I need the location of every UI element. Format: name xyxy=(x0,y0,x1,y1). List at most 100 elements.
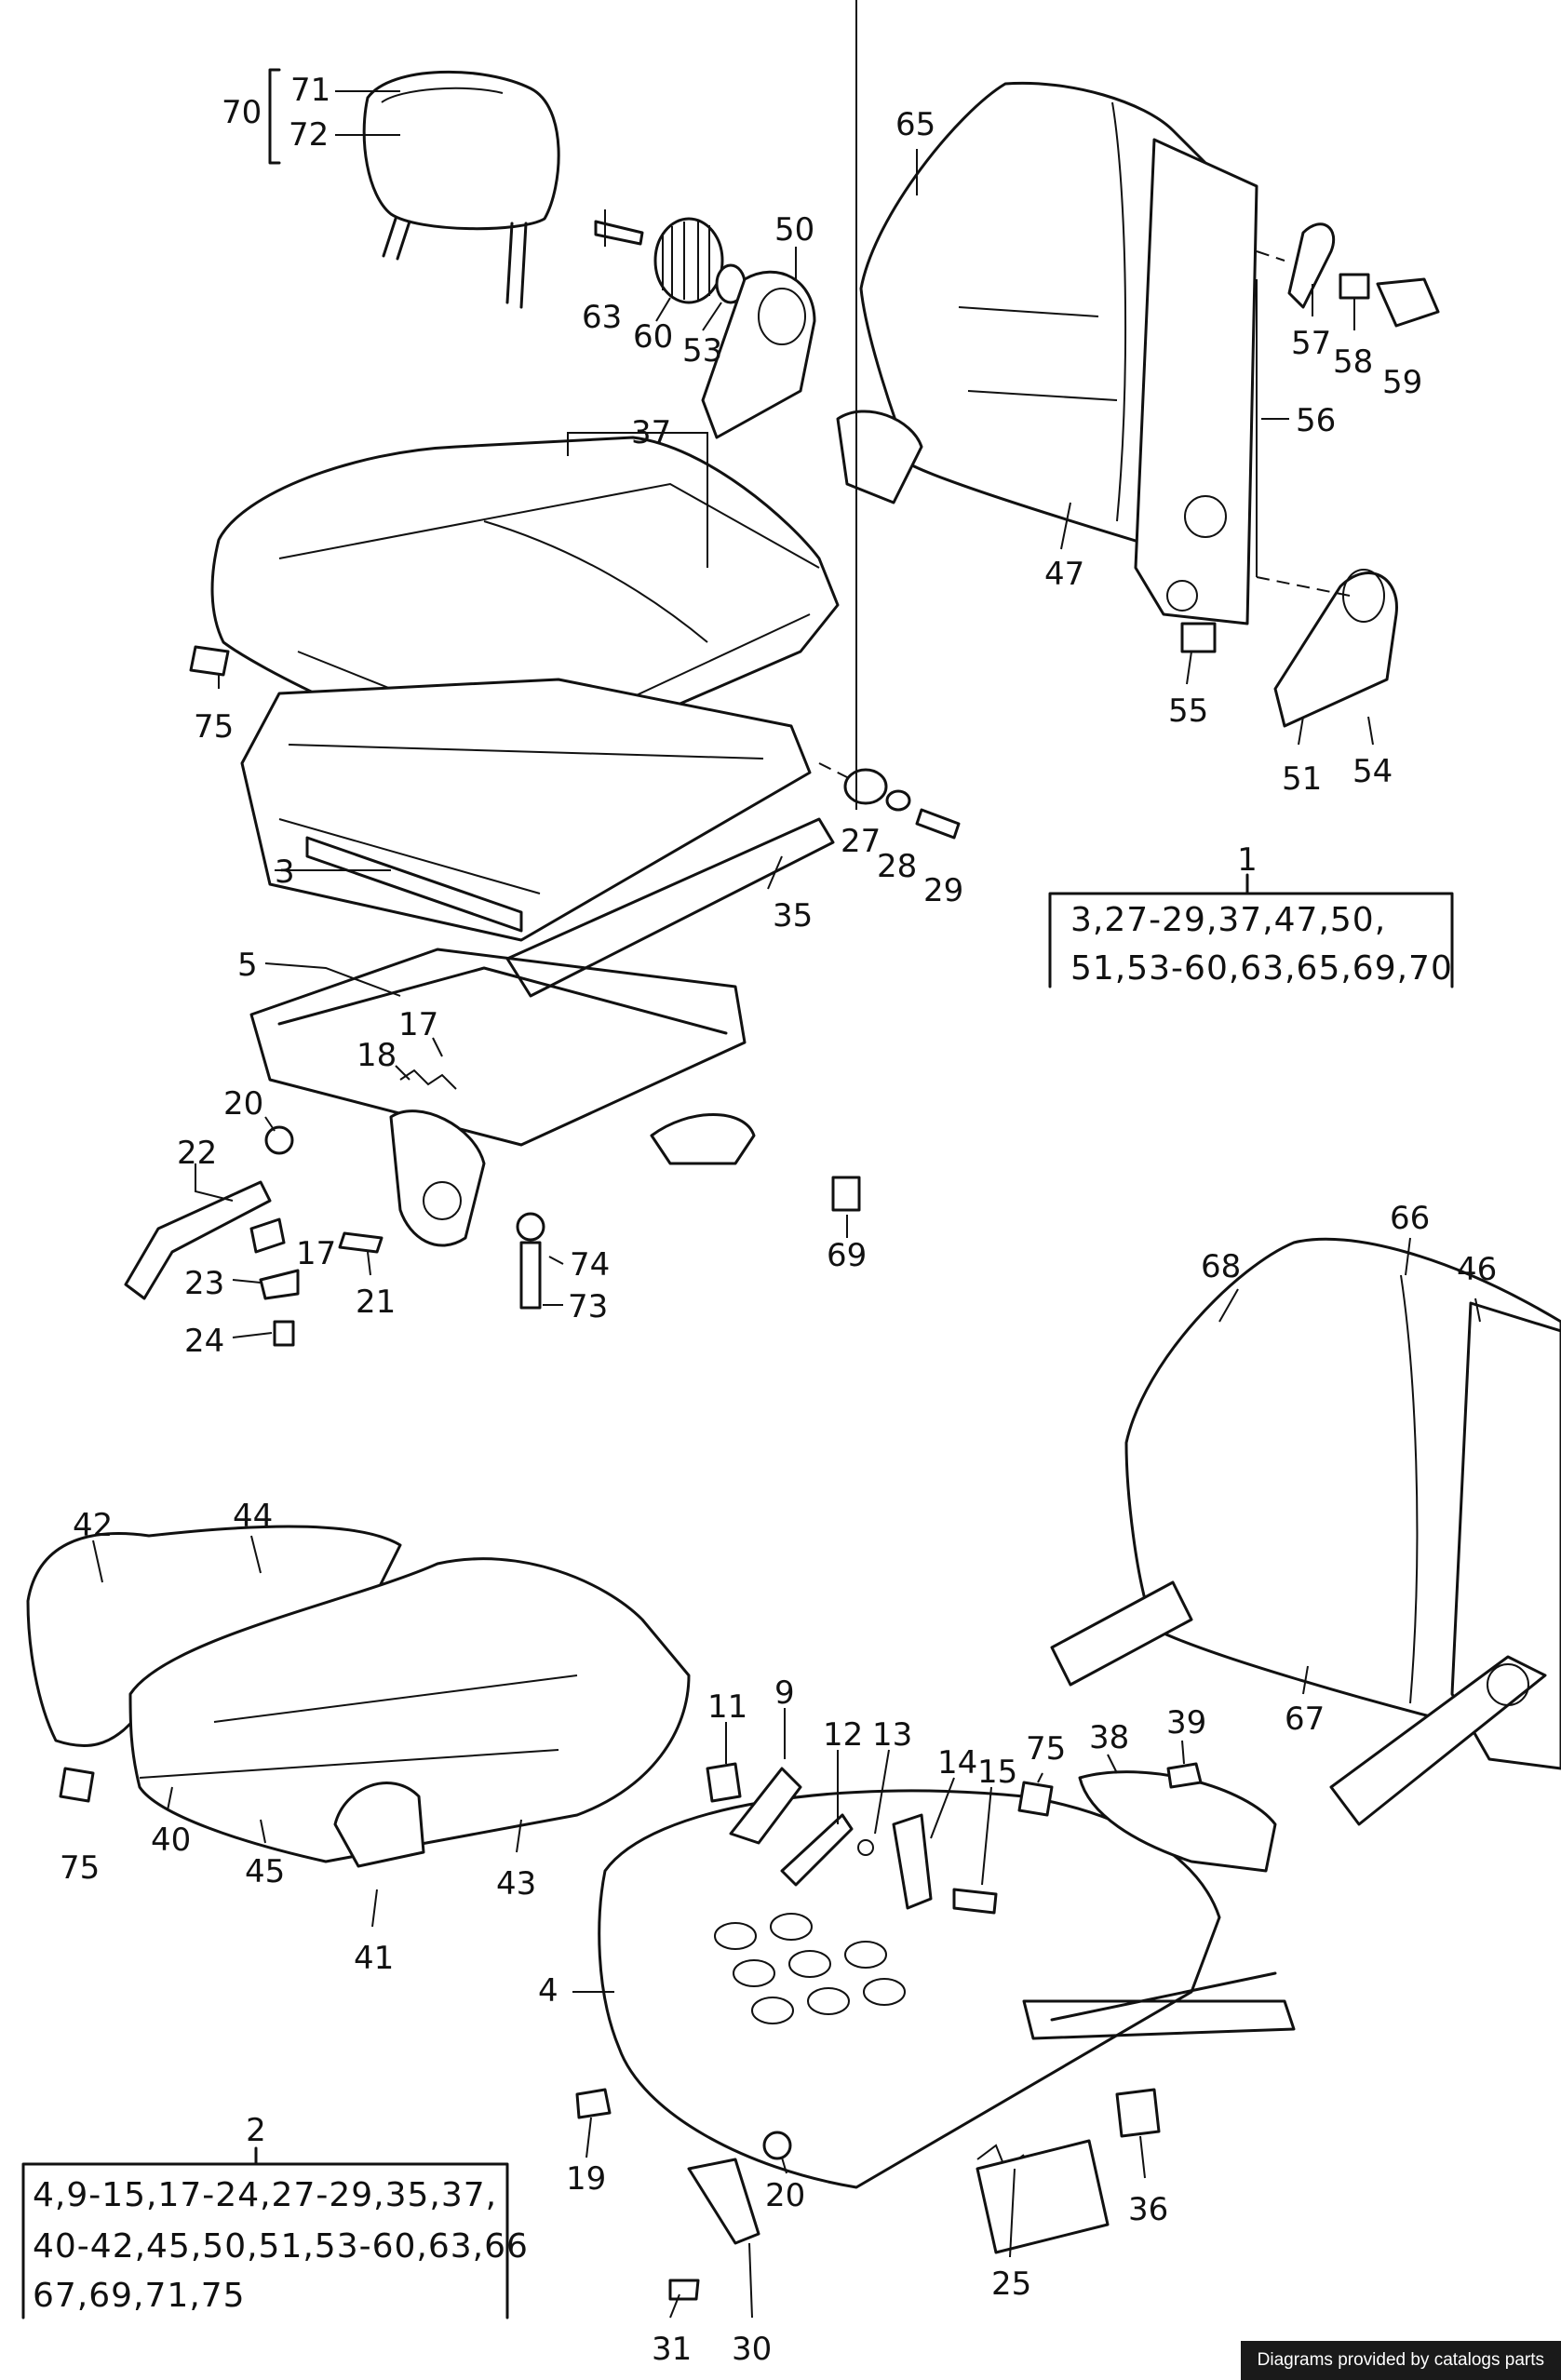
side-cover-51 xyxy=(1273,571,1398,728)
callout-3: 3 xyxy=(275,854,295,891)
callout-27: 27 xyxy=(841,823,881,860)
callout-69: 69 xyxy=(827,1237,867,1274)
callout-14: 14 xyxy=(937,1744,977,1782)
callout-68: 68 xyxy=(1201,1248,1241,1285)
callout-75b: 75 xyxy=(60,1849,100,1887)
callout-54: 54 xyxy=(1352,753,1393,790)
callout-30: 30 xyxy=(732,2331,772,2368)
clip-69 xyxy=(831,1176,861,1212)
callout-9: 9 xyxy=(774,1674,795,1712)
callout-66: 66 xyxy=(1390,1200,1430,1237)
kit-box-2-line3: 67,69,71,75 xyxy=(33,2277,246,2315)
callout-41: 41 xyxy=(354,1940,394,1977)
callout-63: 63 xyxy=(582,299,622,336)
clip-75-mid xyxy=(59,1767,95,1803)
callout-55: 55 xyxy=(1168,692,1208,730)
callout-56: 56 xyxy=(1296,402,1336,439)
bolt-29 xyxy=(915,808,961,840)
callout-47: 47 xyxy=(1044,556,1084,593)
bushing-19 xyxy=(575,2088,612,2119)
bolt-21 xyxy=(338,1231,384,1254)
clip-13 xyxy=(857,1839,874,1856)
callout-19: 19 xyxy=(566,2160,606,2198)
callout-57: 57 xyxy=(1291,325,1331,362)
callout-28: 28 xyxy=(877,848,917,885)
kit-box-2-line2: 40-42,45,50,51,53-60,63,66 xyxy=(33,2227,529,2266)
callout-31: 31 xyxy=(652,2331,692,2368)
callout-65: 65 xyxy=(895,106,935,143)
callout-40: 40 xyxy=(151,1822,191,1859)
backrest-upper xyxy=(836,81,1258,625)
bolt-15 xyxy=(952,1888,998,1915)
clip-75-top xyxy=(189,645,230,677)
callout-37: 37 xyxy=(631,414,671,451)
kit-box-1: 1 3,27-29,37,47,50, 51,53-60,63,65,69,70 xyxy=(1048,841,1454,988)
lever-30 xyxy=(687,2158,760,2245)
callout-60: 60 xyxy=(633,318,673,356)
clip-55 xyxy=(1180,622,1217,653)
callout-17b: 17 xyxy=(296,1235,336,1272)
rail-trim-35 xyxy=(505,817,835,998)
washer-28 xyxy=(885,789,911,812)
clip-75-lower xyxy=(1017,1781,1054,1817)
callout-42: 42 xyxy=(73,1507,113,1544)
seat-adjuster-5 xyxy=(249,948,756,1247)
callout-73: 73 xyxy=(568,1288,608,1325)
knob-59 xyxy=(1376,277,1440,328)
backrest-lower xyxy=(1050,1237,1561,1826)
callout-51: 51 xyxy=(1282,760,1322,798)
callout-20: 20 xyxy=(223,1085,263,1123)
attribution-badge: Diagrams provided by catalogs parts xyxy=(1240,2341,1561,2380)
kit-box-1-number: 1 xyxy=(1237,841,1258,879)
callout-12: 12 xyxy=(823,1716,863,1754)
spring-18 xyxy=(399,1069,457,1090)
callout-21: 21 xyxy=(356,1284,396,1321)
callout-38: 38 xyxy=(1089,1719,1129,1756)
callout-29: 29 xyxy=(923,872,963,909)
kit-box-2: 2 4,9-15,17-24,27-29,35,37, 40-42,45,50,… xyxy=(21,2112,529,2319)
bracket-70 xyxy=(268,68,281,165)
callout-45: 45 xyxy=(245,1853,285,1890)
screw-31 xyxy=(668,2279,700,2301)
clip-11 xyxy=(706,1762,742,1803)
bolt-73 xyxy=(519,1241,542,1310)
clip-58 xyxy=(1339,273,1370,300)
callout-75: 75 xyxy=(194,708,234,746)
bracket-23 xyxy=(259,1269,300,1300)
side-cover-50 xyxy=(701,270,816,439)
callout-58: 58 xyxy=(1333,343,1373,381)
seat-frame-3 xyxy=(240,678,857,942)
callout-35: 35 xyxy=(773,897,813,935)
nut-20 xyxy=(264,1125,294,1155)
callout-4: 4 xyxy=(538,1972,558,2010)
callout-23: 23 xyxy=(184,1265,224,1302)
kit-box-2-line1: 4,9-15,17-24,27-29,35,37, xyxy=(33,2176,497,2214)
recliner-knob-group xyxy=(594,217,747,304)
nut-20-lower xyxy=(762,2131,792,2160)
leader-lines xyxy=(92,0,1481,2319)
clip-36 xyxy=(1115,2088,1161,2138)
callout-74: 74 xyxy=(570,1246,610,1284)
clip-17 xyxy=(249,1217,286,1254)
trim-38 xyxy=(1078,1770,1277,1873)
kit-box-2-number: 2 xyxy=(246,2112,266,2149)
screw-39 xyxy=(1166,1762,1203,1789)
callout-75c: 75 xyxy=(1026,1730,1066,1768)
callout-53: 53 xyxy=(682,332,722,370)
bracket-14 xyxy=(892,1813,933,1910)
callout-22: 22 xyxy=(177,1135,217,1172)
callout-39: 39 xyxy=(1166,1704,1206,1741)
bushing-27 xyxy=(843,768,888,805)
screw-24 xyxy=(273,1320,295,1347)
callout-24: 24 xyxy=(184,1323,224,1360)
callout-59: 59 xyxy=(1382,364,1422,401)
rail-cover-25 xyxy=(976,2139,1110,2254)
callout-71: 71 xyxy=(290,72,330,109)
callout-11: 11 xyxy=(707,1688,747,1726)
seat-cushion-lower xyxy=(26,1525,691,1868)
callout-44: 44 xyxy=(233,1498,273,1535)
callout-18: 18 xyxy=(357,1037,397,1074)
hinge-9 xyxy=(729,1767,802,1845)
